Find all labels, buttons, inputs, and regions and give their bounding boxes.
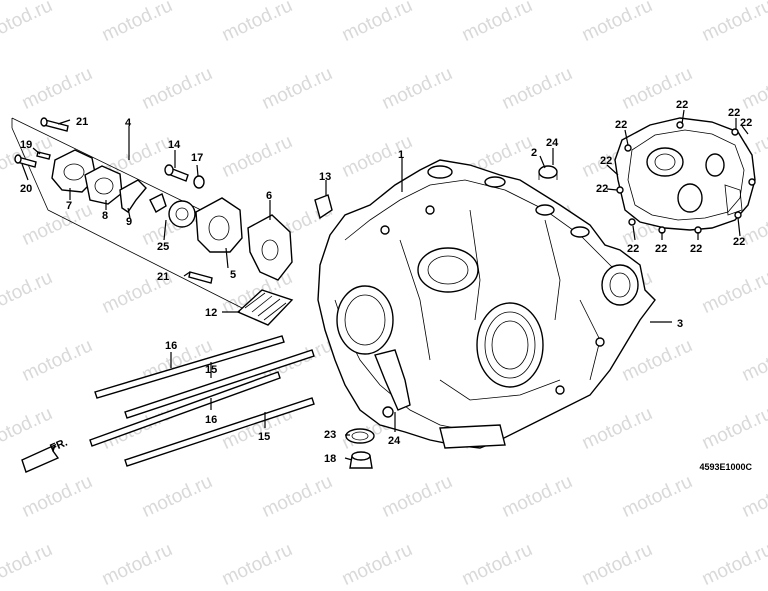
callout-21b: 21 (157, 271, 169, 283)
callout-2: 2 (531, 147, 537, 159)
callout-17: 17 (191, 152, 203, 164)
callout-22b: 22 (728, 107, 740, 119)
drawing-code: 4593E1000C (699, 462, 752, 472)
right-crankcase-cover (614, 117, 756, 234)
callout-24a: 24 (546, 137, 559, 149)
callout-13: 13 (319, 171, 331, 183)
callout-15b: 15 (258, 431, 270, 443)
callout-3: 3 (677, 318, 683, 330)
callout-22i: 22 (733, 236, 745, 248)
callout-1: 1 (398, 149, 404, 161)
callout-22g: 22 (655, 243, 667, 255)
leader-lines (21, 109, 749, 461)
callout-24b: 24 (388, 435, 401, 447)
callout-19: 19 (20, 139, 32, 151)
callout-7: 7 (66, 200, 72, 212)
left-crankcase (317, 159, 656, 449)
callout-22f: 22 (627, 243, 639, 255)
callout-25: 25 (157, 241, 169, 253)
callout-18: 18 (324, 453, 336, 465)
crankcase-exploded-diagram: FR. (11, 99, 756, 473)
front-arrow (21, 443, 60, 473)
callout-22h: 22 (690, 243, 702, 255)
callout-23: 23 (324, 429, 336, 441)
callout-5: 5 (230, 269, 236, 281)
small-parts-group (11, 117, 558, 469)
callout-12: 12 (205, 307, 217, 319)
callout-9: 9 (126, 216, 132, 228)
callout-21a: 21 (76, 116, 88, 128)
callout-16a: 16 (165, 340, 177, 352)
callout-22j: 22 (740, 117, 752, 129)
callout-22d: 22 (600, 155, 612, 167)
callout-15a: 15 (205, 364, 217, 376)
callout-numbers: 1 2 3 4 5 6 7 8 9 12 13 14 15 15 16 16 1… (20, 99, 752, 465)
callout-14: 14 (168, 139, 181, 151)
front-label: FR. (48, 437, 69, 455)
callout-22a: 22 (676, 99, 688, 111)
callout-6: 6 (266, 190, 272, 202)
callout-20: 20 (20, 183, 32, 195)
callout-16b: 16 (205, 414, 217, 426)
stud-bolts (89, 335, 315, 467)
callout-22c: 22 (615, 119, 627, 131)
callout-22e: 22 (596, 183, 608, 195)
callout-4: 4 (125, 117, 132, 129)
callout-8: 8 (102, 210, 108, 222)
